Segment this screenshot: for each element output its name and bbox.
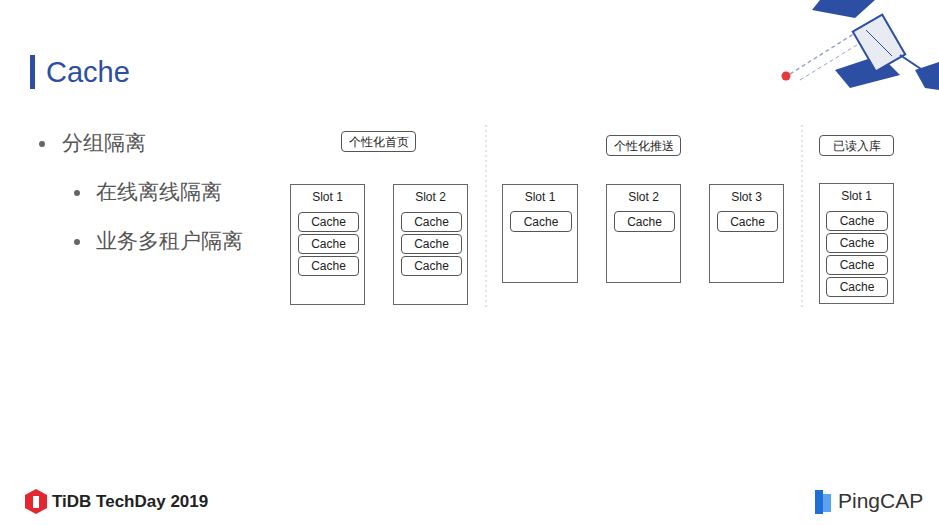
slot-box: Slot 3 Cache: [709, 184, 784, 283]
group-separator: [486, 125, 487, 310]
slide-title: Cache: [46, 56, 130, 89]
box-text: Cache: [402, 237, 461, 251]
bullet-text: 业务多租户隔离: [96, 227, 243, 255]
box-text: Cache: [718, 215, 777, 229]
cache-box: Cache: [401, 234, 462, 254]
cache-box: Cache: [614, 211, 675, 232]
group-heading: 个性化推送: [606, 135, 681, 156]
bullet-dot: [39, 141, 45, 147]
box-text: Cache: [402, 215, 461, 229]
group-heading: 个性化首页: [341, 131, 416, 152]
cache-box: Cache: [510, 211, 572, 232]
slot-title: Slot 2: [394, 190, 467, 204]
slot-title: Slot 1: [291, 190, 364, 204]
footer-event: TiDB TechDay 2019: [52, 492, 208, 512]
cache-box: Cache: [826, 255, 888, 275]
slot-box: Slot 2 Cache: [606, 184, 681, 283]
box-text: Cache: [299, 237, 358, 251]
group-heading: 已读入库: [819, 135, 894, 156]
box-text: 个性化推送: [607, 137, 680, 154]
bullet-text: 在线离线隔离: [96, 178, 222, 206]
cache-box: Cache: [717, 211, 778, 232]
slot-title: Slot 3: [710, 190, 783, 204]
box-text: Cache: [402, 259, 461, 273]
footer-brand: PingCAP: [838, 489, 923, 513]
box-text: Cache: [511, 215, 571, 229]
cache-box: Cache: [298, 256, 359, 276]
slot-title: Slot 2: [607, 190, 680, 204]
box-text: 个性化首页: [342, 133, 415, 150]
slot-title: Slot 1: [820, 189, 893, 203]
box-text: Cache: [827, 214, 887, 228]
bullet-dot: [74, 190, 80, 196]
slot-box: Slot 1CacheCacheCache: [290, 184, 365, 305]
box-text: Cache: [827, 280, 887, 294]
cache-box: Cache: [401, 212, 462, 232]
slot-title: Slot 1: [503, 190, 577, 204]
slot-box: Slot 2CacheCacheCache: [393, 184, 468, 305]
group-separator: [802, 125, 803, 310]
slot-box: Slot 1CacheCacheCacheCache: [819, 183, 894, 304]
tidb-logo: [25, 489, 47, 514]
box-text: 已读入库: [820, 137, 893, 154]
box-text: Cache: [615, 215, 674, 229]
cache-box: Cache: [298, 212, 359, 232]
cache-box: Cache: [401, 256, 462, 276]
title-bar: [30, 55, 35, 89]
satellite-illustration: [782, 0, 939, 90]
cache-box: Cache: [826, 277, 888, 297]
bullet-dot: [74, 239, 80, 245]
cache-box: Cache: [826, 211, 888, 231]
box-text: Cache: [299, 215, 358, 229]
cache-box: Cache: [298, 234, 359, 254]
slot-box: Slot 1 Cache: [502, 184, 578, 283]
bullet-text: 分组隔离: [62, 129, 146, 157]
box-text: Cache: [827, 236, 887, 250]
pingcap-logo: [815, 490, 831, 514]
cache-box: Cache: [826, 233, 888, 253]
box-text: Cache: [827, 258, 887, 272]
box-text: Cache: [299, 259, 358, 273]
